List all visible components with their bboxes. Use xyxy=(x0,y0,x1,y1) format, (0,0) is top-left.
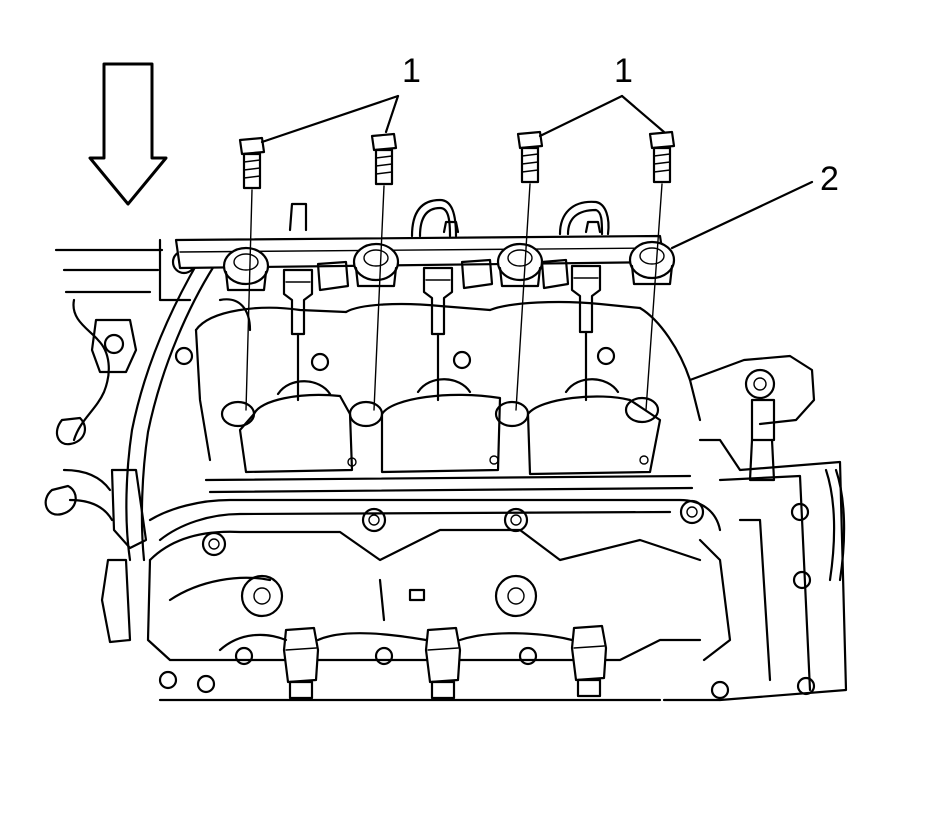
callout-bolts-left: 1 xyxy=(402,52,421,90)
engine-right-side xyxy=(158,354,848,702)
callout-leader-lines xyxy=(260,94,814,250)
view-direction-arrow-down-icon xyxy=(88,62,168,206)
ignition-coils xyxy=(158,624,608,700)
fuel-rail-bolt-bosses xyxy=(222,240,676,292)
bolt xyxy=(238,136,266,411)
bolt xyxy=(515,130,544,411)
intake-ports xyxy=(174,298,702,476)
cylinder-head xyxy=(146,474,722,662)
engine-left-side xyxy=(44,238,216,644)
bolt xyxy=(370,132,398,411)
fuel-injectors xyxy=(282,258,602,402)
callout-bolts-right: 1 xyxy=(614,52,633,90)
callout-fuel-rail: 2 xyxy=(820,160,839,198)
